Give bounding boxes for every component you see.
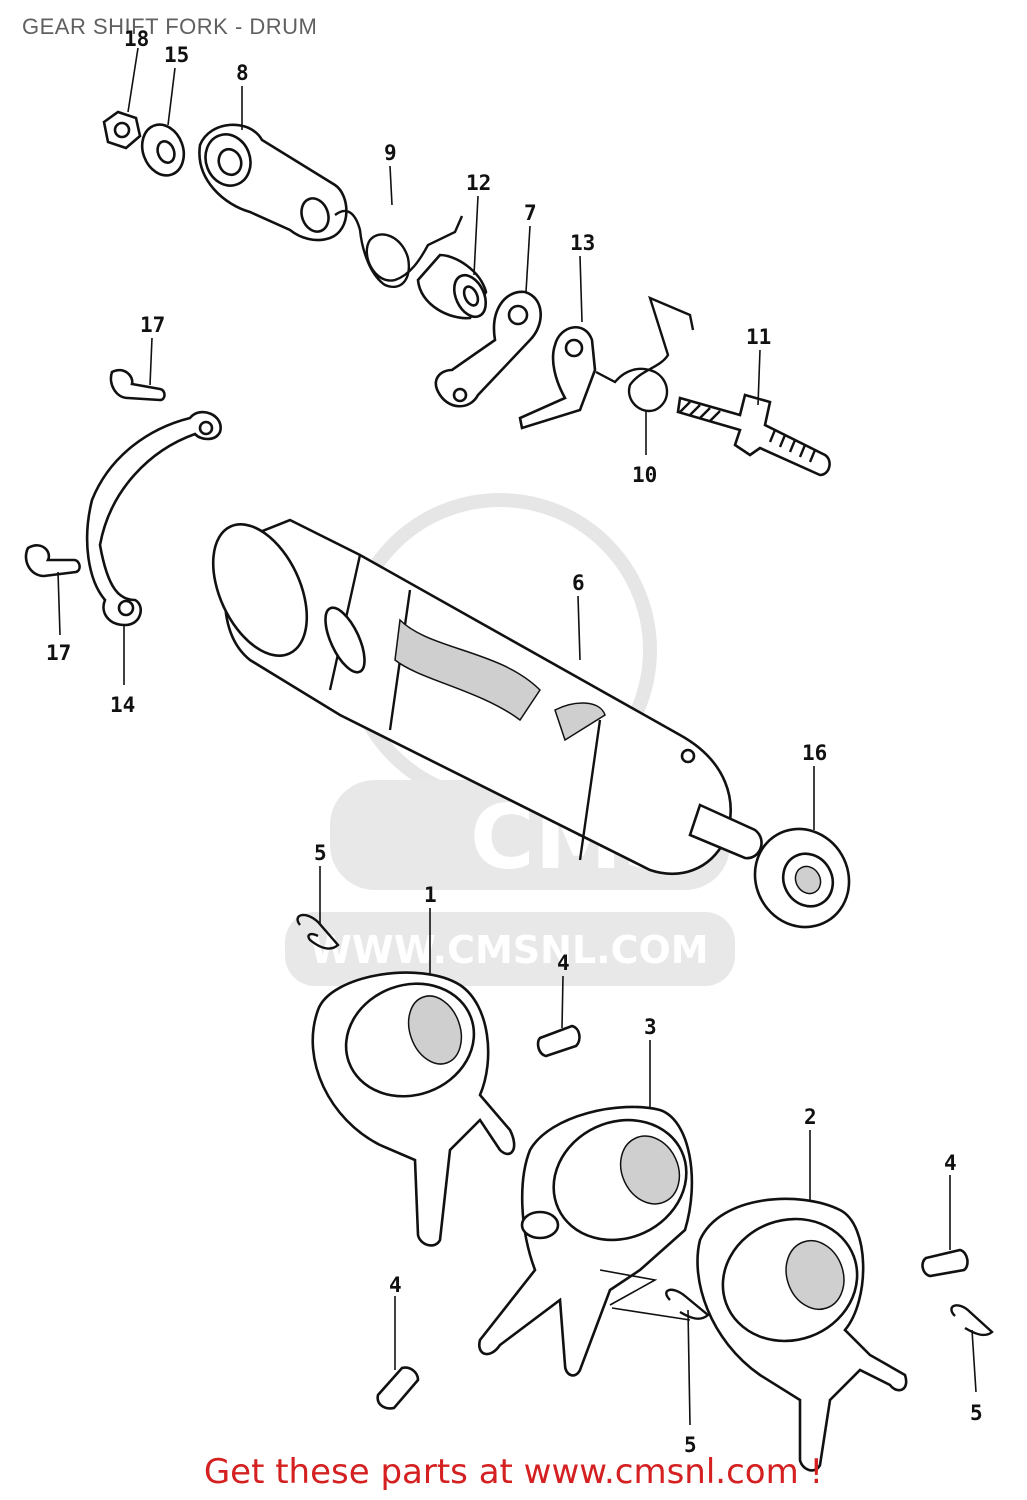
callout-16: 16 [802, 741, 827, 765]
callout-5-middle: 5 [684, 1433, 697, 1457]
part-8-shift-arm [198, 123, 348, 242]
part-2-shift-fork [696, 1197, 908, 1472]
callout-5-upper: 5 [314, 841, 327, 865]
part-9-spring [334, 209, 464, 288]
callout-15: 15 [164, 43, 189, 67]
leader-lines [57, 47, 977, 1426]
callouts: 18 15 8 9 12 7 13 11 10 17 17 14 6 16 5 … [46, 27, 983, 1457]
part-17-screw-upper [109, 368, 166, 402]
part-16-bearing [753, 827, 851, 929]
part-17-screw-lower [24, 544, 81, 578]
part-15-washer [140, 123, 186, 177]
part-14-stopper-plate [85, 410, 222, 627]
callout-10: 10 [632, 463, 657, 487]
part-5-clip-middle [665, 1288, 710, 1320]
callout-4-lower: 4 [389, 1273, 402, 1297]
part-10-spring [595, 295, 695, 413]
callout-8: 8 [236, 61, 249, 85]
callout-5-right: 5 [970, 1401, 983, 1425]
callout-17-lower: 17 [46, 641, 71, 665]
callout-6: 6 [572, 571, 585, 595]
callout-4-middle: 4 [557, 951, 570, 975]
part-5-clip-right [950, 1304, 994, 1337]
callout-17-upper: 17 [140, 313, 165, 337]
callout-18: 18 [124, 27, 149, 51]
callout-11: 11 [746, 325, 771, 349]
watermark-url: WWW.CMSNL.COM [310, 928, 709, 972]
part-4-pin-middle [536, 1024, 581, 1058]
part-12-collar [416, 253, 488, 320]
callout-9: 9 [384, 141, 397, 165]
callout-13: 13 [570, 231, 595, 255]
part-13-stopper-arm [518, 325, 597, 430]
part-4-pin-lower [376, 1366, 420, 1410]
callout-14: 14 [110, 693, 135, 717]
part-11-bolt [676, 393, 831, 477]
callout-12: 12 [466, 171, 491, 195]
page-title: GEAR SHIFT FORK - DRUM [22, 14, 318, 39]
part-3-shift-fork [478, 1105, 694, 1377]
callout-2: 2 [804, 1105, 817, 1129]
part-5-clip-upper [296, 913, 340, 950]
footer-shop-link[interactable]: Get these parts at www.cmsnl.com ! [203, 1452, 824, 1492]
part-7-link-plate [434, 290, 542, 408]
part-18-nut [102, 110, 142, 150]
callout-7: 7 [524, 201, 537, 225]
callout-4-right: 4 [944, 1151, 957, 1175]
part-1-shift-fork [311, 971, 516, 1247]
callout-1: 1 [424, 883, 437, 907]
part-4-pin-right [921, 1248, 969, 1278]
part-6-shift-drum [211, 518, 763, 875]
callout-3: 3 [644, 1015, 657, 1039]
